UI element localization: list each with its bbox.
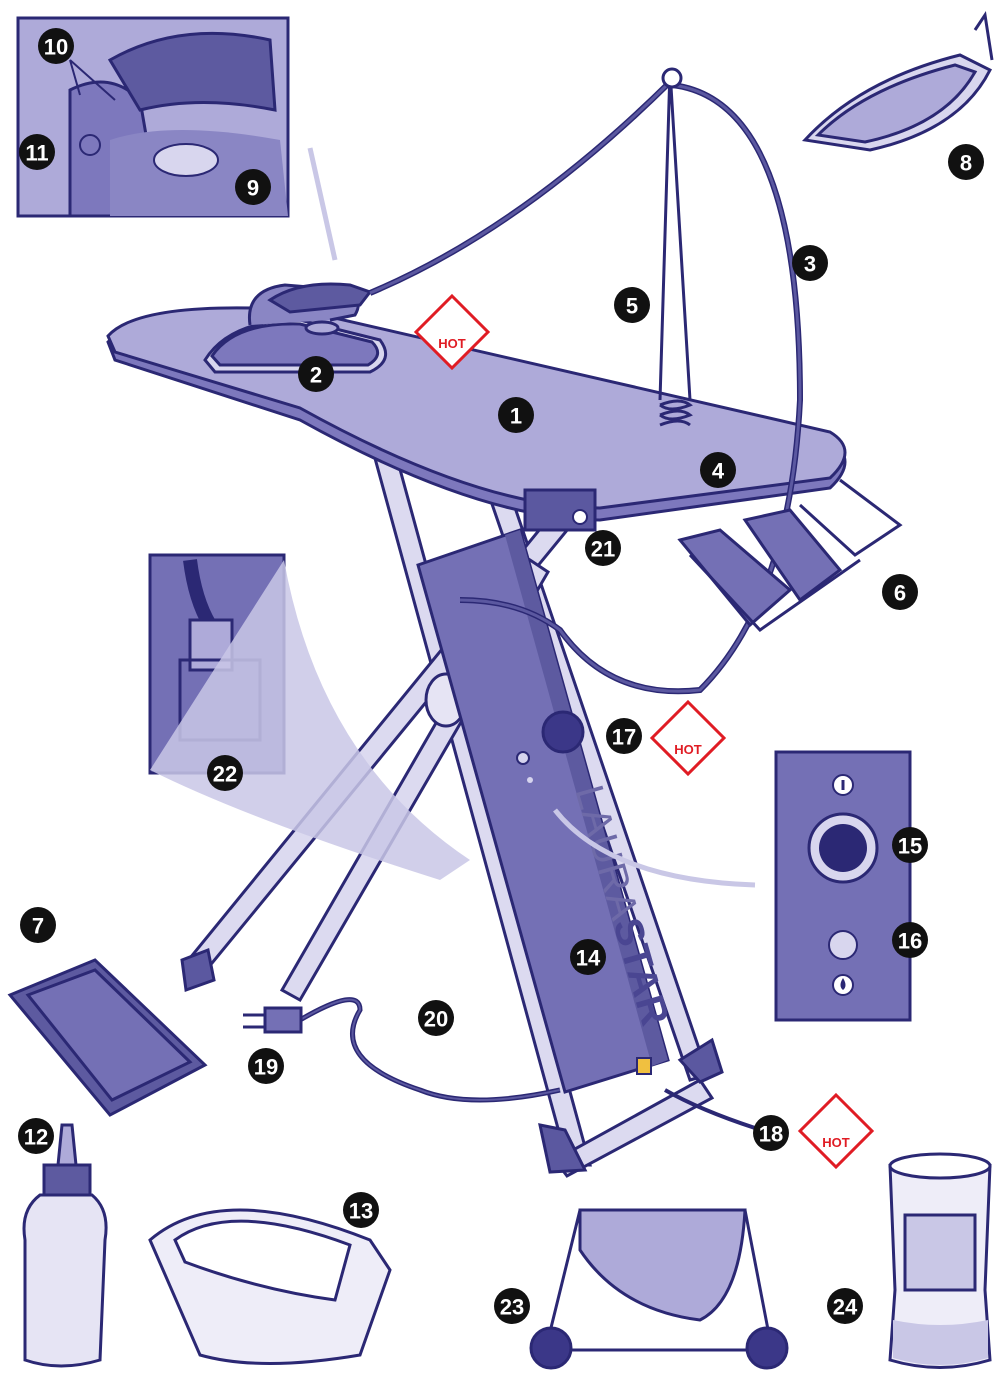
callout-15: 15: [892, 827, 928, 863]
callout-12: 12: [18, 1118, 54, 1154]
trolley: [529, 1208, 789, 1370]
callout-label: 9: [247, 176, 259, 201]
callout-label: 17: [612, 725, 636, 750]
callout-label: 16: [898, 929, 922, 954]
callout-label: 3: [804, 252, 816, 277]
callout-2: 2: [298, 356, 334, 392]
callout-label: 8: [960, 151, 972, 176]
hot-warning-1: HOT: [413, 293, 491, 371]
hot-warning-3: HOT: [797, 1092, 875, 1170]
svg-text:HOT: HOT: [822, 1135, 850, 1150]
callout-label: 24: [833, 1295, 858, 1320]
callout-18: 18: [753, 1115, 789, 1151]
callout-6: 6: [882, 574, 918, 610]
callout-label: 22: [213, 762, 237, 787]
callout-16: 16: [892, 922, 928, 958]
callout-4: 4: [700, 452, 736, 488]
callout-21: 21: [585, 530, 621, 566]
callout-label: 21: [591, 537, 615, 562]
inset-connector: [148, 553, 470, 880]
iron: [203, 282, 388, 374]
callout-14: 14: [570, 939, 606, 975]
soleplate-cover: [801, 10, 994, 152]
callout-label: 11: [25, 141, 48, 166]
power-cord: [243, 997, 561, 1103]
callout-label: 2: [310, 363, 322, 388]
callout-label: 18: [759, 1122, 783, 1147]
callout-23: 23: [494, 1288, 530, 1324]
callout-label: 10: [44, 35, 68, 60]
callout-13: 13: [343, 1192, 379, 1228]
callout-label: 6: [894, 581, 906, 606]
callout-20: 20: [418, 1000, 454, 1036]
callout-10: 10: [38, 28, 74, 64]
callout-8: 8: [948, 144, 984, 180]
callout-label: 4: [712, 459, 725, 484]
iron-rest: [677, 478, 903, 632]
callout-11: 11: [19, 134, 55, 170]
callout-label: 15: [898, 834, 922, 859]
callout-1: 1: [498, 397, 534, 433]
callout-label: 14: [576, 946, 601, 971]
callout-17: 17: [606, 718, 642, 754]
svg-text:HOT: HOT: [674, 742, 702, 757]
callout-7: 7: [20, 907, 56, 943]
water-bottle: [22, 1123, 108, 1368]
water-tank: [148, 1208, 392, 1365]
callout-arrows: [307, 147, 756, 888]
steam-knob-icon: [541, 710, 585, 754]
callout-label: 19: [254, 1055, 278, 1080]
svg-text:HOT: HOT: [438, 336, 466, 351]
callout-label: 23: [500, 1295, 524, 1320]
hot-warning-2: HOT: [649, 699, 727, 777]
callout-label: 5: [626, 294, 638, 319]
callout-label: 13: [349, 1199, 373, 1224]
fan-icon: [79, 134, 101, 156]
callout-label: 20: [424, 1007, 448, 1032]
drip-mat: [7, 958, 208, 1117]
callout-label: 7: [32, 914, 44, 939]
callout-label: 12: [24, 1125, 48, 1150]
drain-arrow: [664, 1088, 756, 1130]
callout-24: 24: [827, 1288, 863, 1324]
callout-3: 3: [792, 245, 828, 281]
filter-cartridge: [888, 1152, 992, 1369]
callout-5: 5: [614, 287, 650, 323]
inset-control-panel: [774, 750, 912, 1022]
callout-9: 9: [235, 169, 271, 205]
callout-label: 1: [510, 404, 522, 429]
callout-22: 22: [207, 755, 243, 791]
callout-19: 19: [248, 1048, 284, 1084]
